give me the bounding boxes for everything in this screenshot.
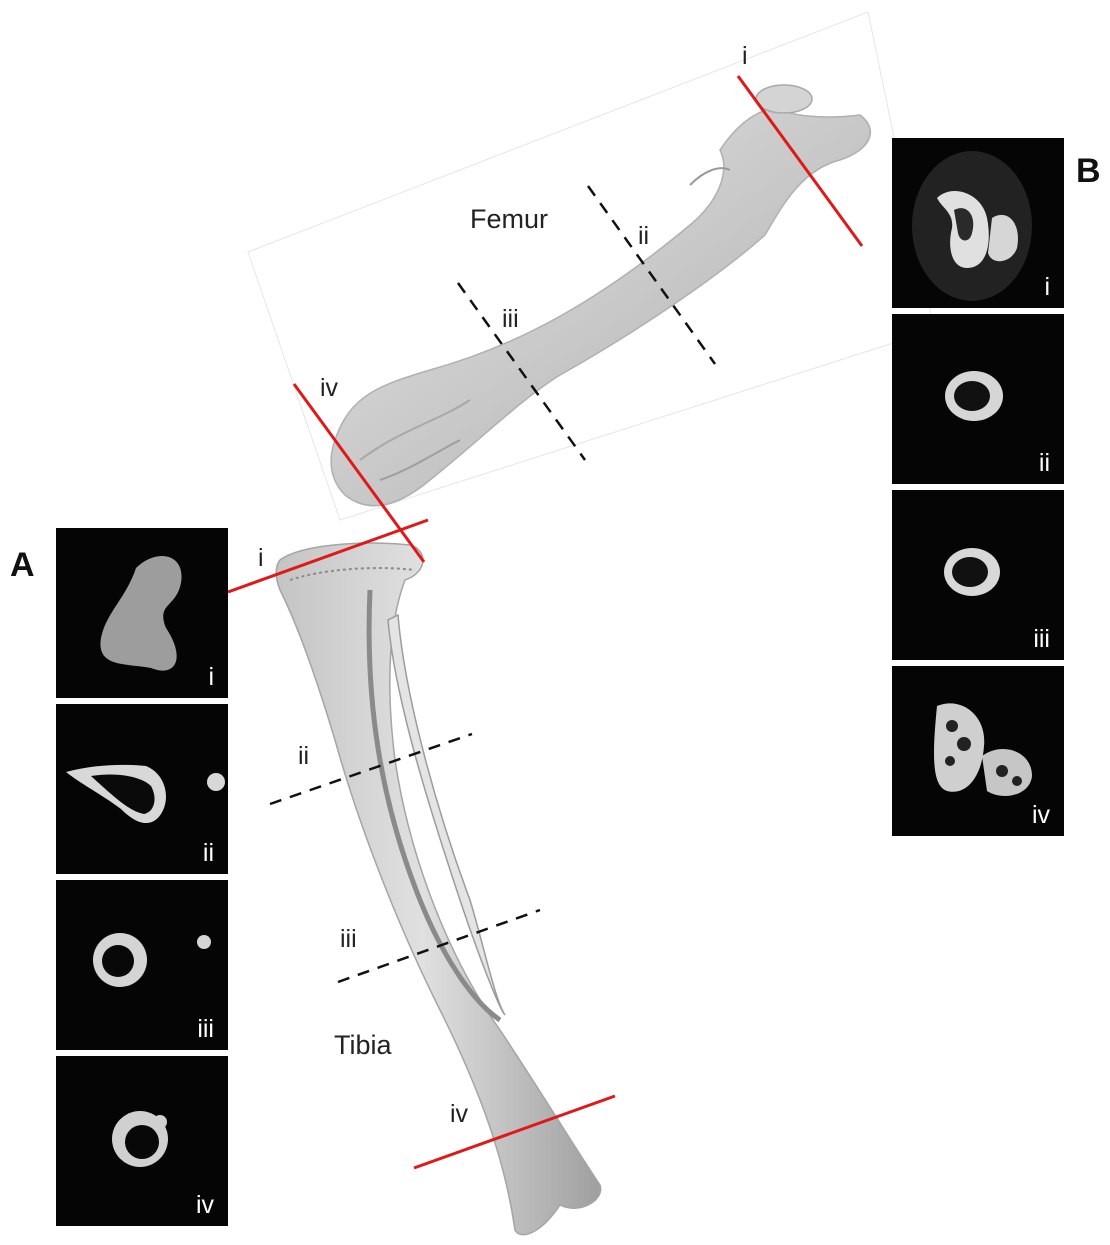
tibia-cut-label-i: i: [258, 544, 264, 573]
slice-b-iii: iii: [892, 490, 1064, 660]
slice-label: i: [1044, 273, 1050, 302]
slice-a-ii: ii: [56, 704, 228, 874]
slice-a-i: i: [56, 528, 228, 698]
slice-label: iii: [1033, 625, 1050, 654]
slice-a-iii: iii: [56, 880, 228, 1050]
femur-cut-label-iii: iii: [502, 305, 519, 334]
tibia-cut-label-iii: iii: [340, 925, 357, 954]
slice-label: iv: [1032, 801, 1050, 830]
ct-slice-image: [892, 138, 1064, 308]
slice-a-iv: iv: [56, 1056, 228, 1226]
slice-label: i: [208, 663, 214, 692]
femur-cut-label-ii: ii: [638, 222, 649, 251]
slice-b-ii: ii: [892, 314, 1064, 484]
tibia-model: [276, 543, 600, 1235]
slice-label: iii: [197, 1015, 214, 1044]
slice-label: iv: [196, 1191, 214, 1220]
femur-label: Femur: [470, 204, 548, 235]
slice-b-i: i: [892, 138, 1064, 308]
femur-cut-label-iv: iv: [320, 374, 338, 403]
slice-label: ii: [203, 839, 214, 868]
tibia-cut-label-iv: iv: [450, 1100, 468, 1129]
panel-label-a: A: [10, 546, 35, 585]
panel-label-b: B: [1076, 152, 1101, 191]
slice-label: ii: [1039, 449, 1050, 478]
tibia-label: Tibia: [334, 1030, 392, 1061]
tibia-cut-label-ii: ii: [298, 742, 309, 771]
femur-cut-label-i: i: [742, 42, 748, 71]
ct-slice-image: [56, 528, 228, 698]
slice-b-iv: iv: [892, 666, 1064, 836]
